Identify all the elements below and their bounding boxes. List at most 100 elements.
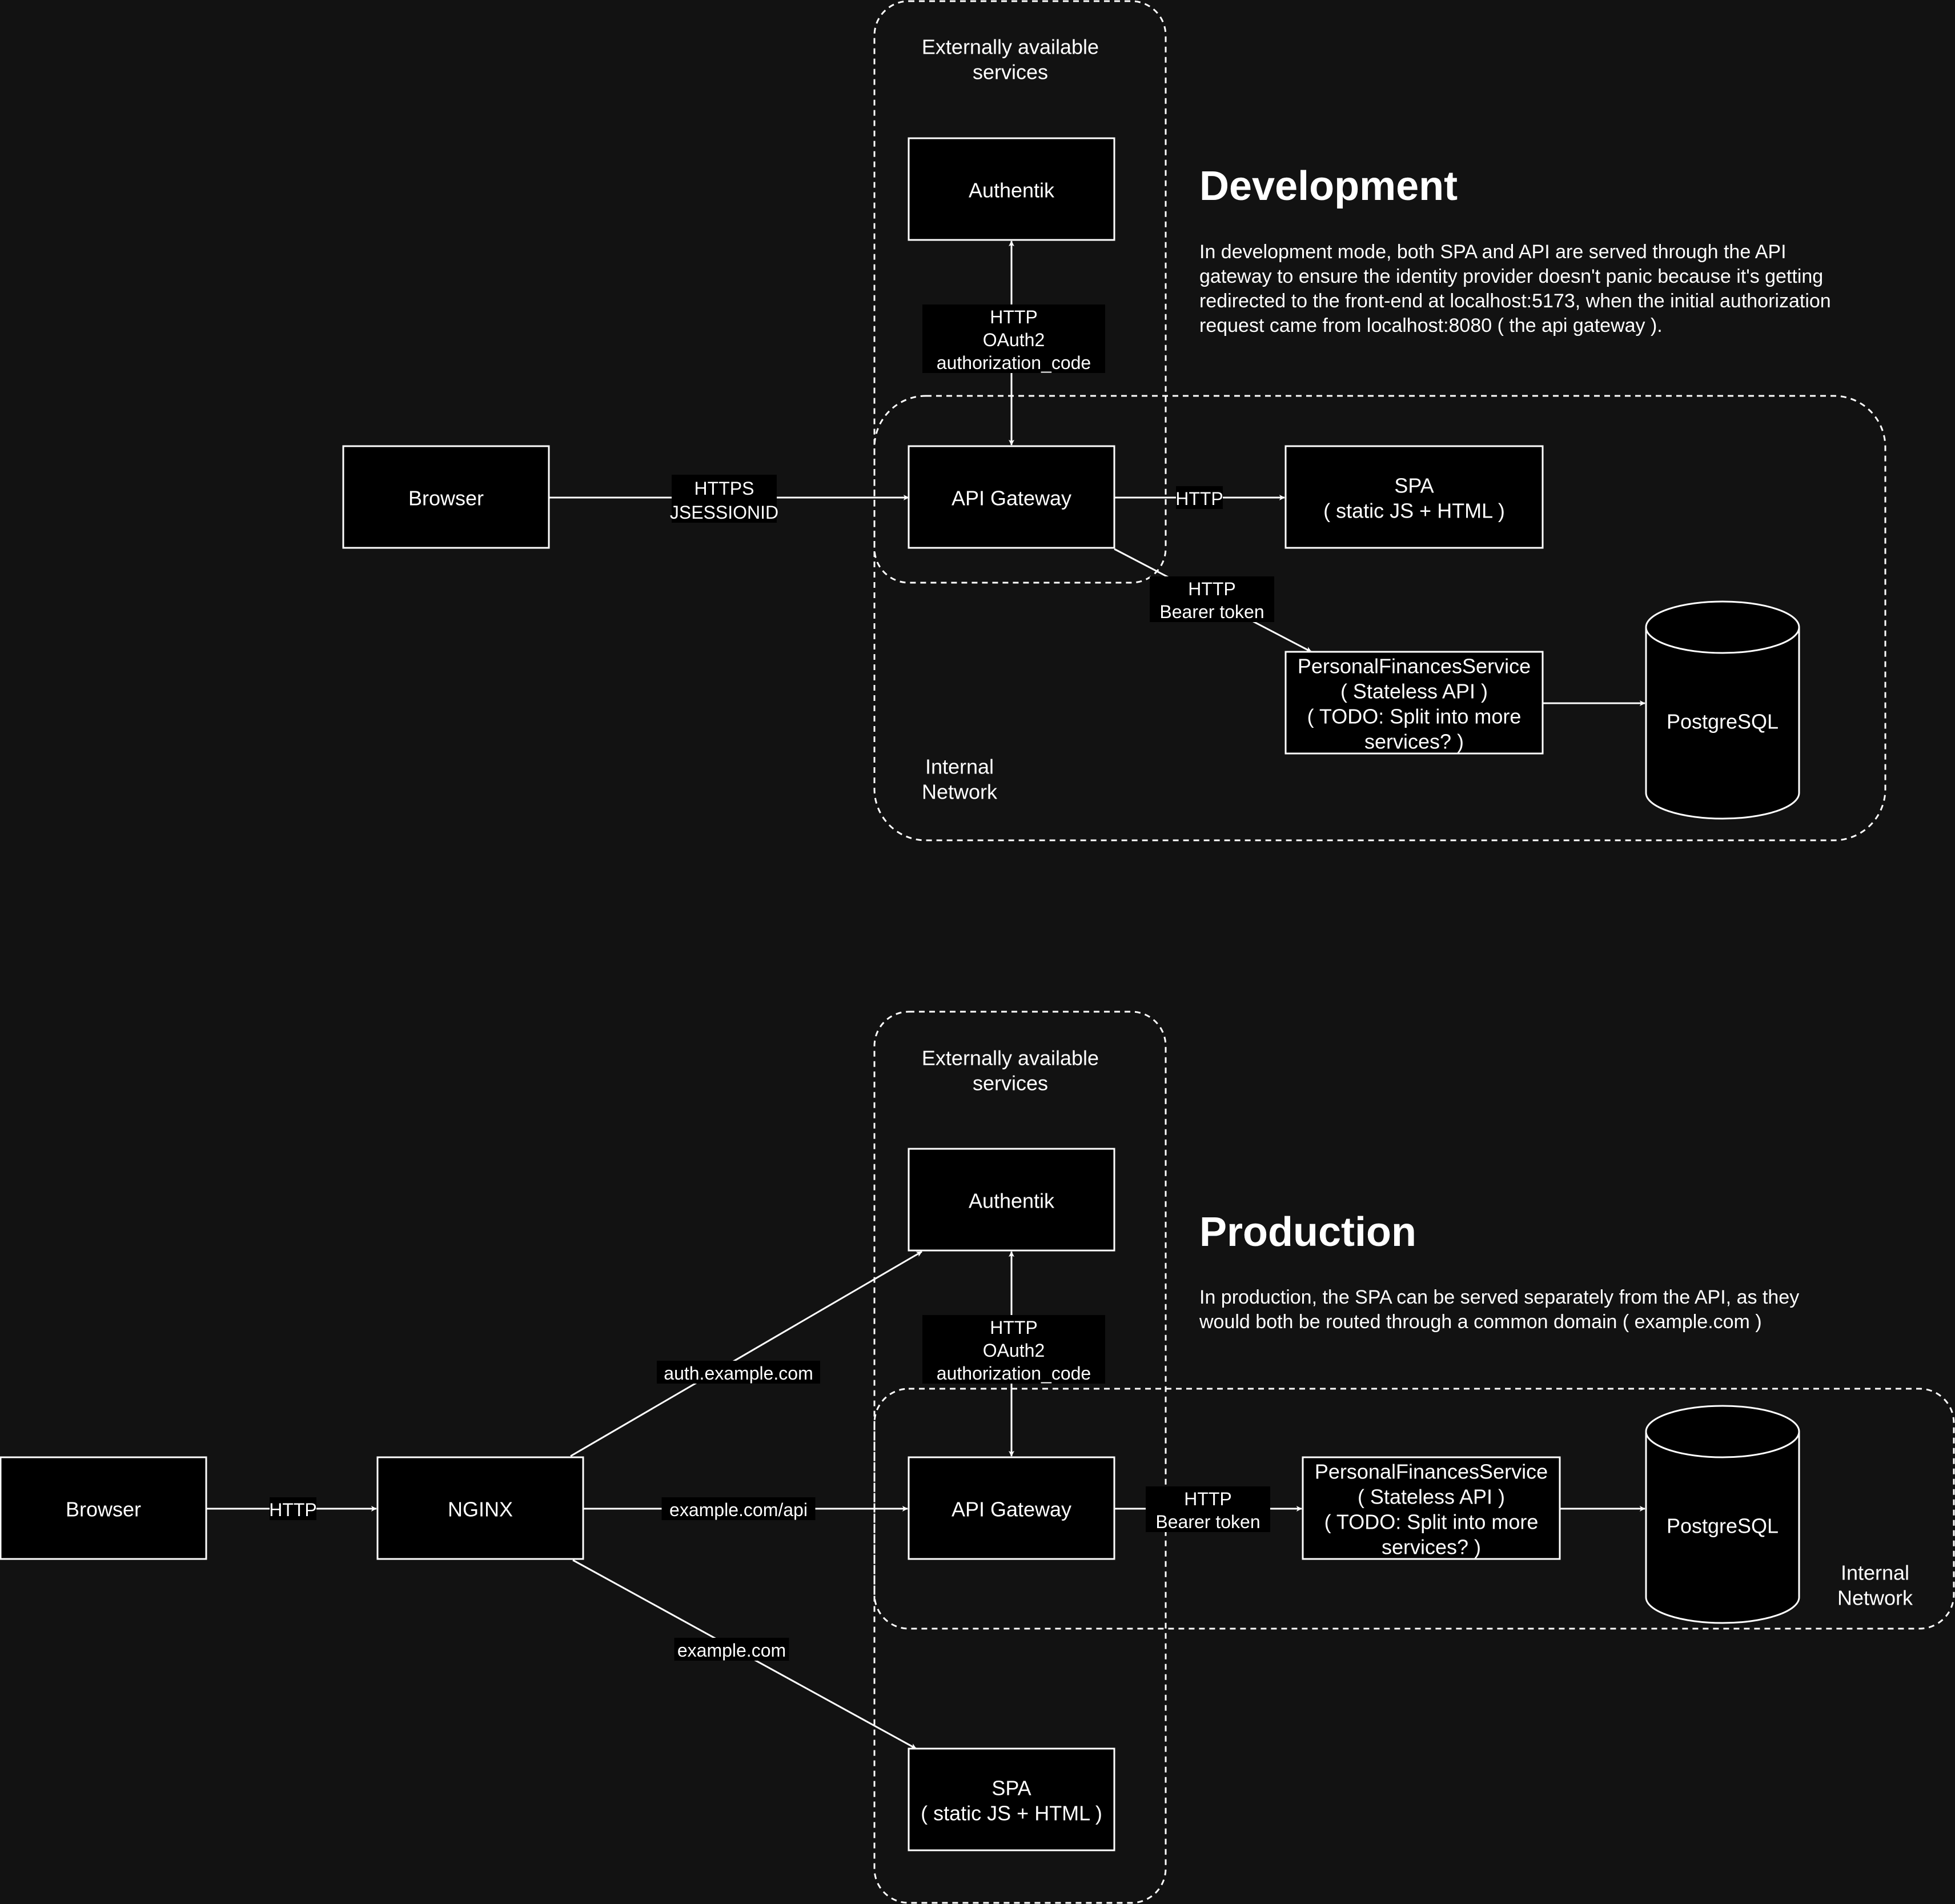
prod-label-browser-nginx-bg [270,1497,316,1520]
dev-service-node-label-line: services? ) [1364,730,1464,753]
prod-label-nginx-gateway-text-text: example.com/api [669,1500,808,1520]
prod-label-nginx-spa: example.com [674,1638,789,1661]
dev-authentik-node[interactable]: Authentik [908,137,1115,241]
prod-api-gateway-node[interactable]: API Gateway [908,1456,1115,1560]
dev-postgres-node-rim [1645,627,1800,654]
prod-nginx-node-label-line: NGINX [448,1498,513,1521]
prod-internal-zone-label-line: Network [1837,1586,1913,1610]
dev-browser-node-label-line: Browser [408,487,484,510]
dev-description-line: In development mode, both SPA and API ar… [1199,241,1787,263]
dev-service-node[interactable]: PersonalFinancesService( Stateless API )… [1284,651,1544,755]
prod-browser-node-shape [0,1456,207,1560]
prod-service-node-label: PersonalFinancesService( Stateless API )… [1315,1460,1548,1559]
prod-label-gateway-service-text-line: HTTP [1184,1489,1232,1509]
prod-label-browser-nginx: HTTP [269,1497,317,1520]
dev-authentik-node-label: Authentik [969,179,1055,202]
prod-spa-node-label-text: SPA( static JS + HTML ) [921,1777,1102,1825]
prod-spa-node[interactable]: SPA( static JS + HTML ) [908,1747,1115,1851]
prod-browser-node[interactable]: Browser [0,1456,207,1560]
dev-description-line: gateway to ensure the identity provider … [1199,266,1823,287]
dev-spa-node-label: SPA( static JS + HTML ) [1323,474,1505,523]
prod-label-nginx-gateway-text: example.com/api [669,1500,808,1520]
dev-service-node-label-text: PersonalFinancesService( Stateless API )… [1298,655,1531,753]
prod-label-nginx-authentik: auth.example.com [657,1361,820,1384]
prod-postgres-node-label-line: PostgreSQL [1667,1514,1779,1538]
dev-api-gateway-node[interactable]: API Gateway [908,445,1115,549]
dev-spa-node-label-text: SPA( static JS + HTML ) [1323,474,1505,523]
dev-service-node-label: PersonalFinancesService( Stateless API )… [1298,655,1531,753]
prod-label-gateway-authentik-bg [922,1315,1105,1384]
prod-nginx-node-shape [376,1456,584,1560]
prod-title: Production [1199,1209,1416,1255]
dev-authentik-node-label-text: Authentik [969,179,1055,202]
dev-postgres-node[interactable]: PostgreSQL [1645,600,1800,820]
prod-label-nginx-gateway: example.com/api [661,1497,816,1520]
dev-spa-node-label-line: ( static JS + HTML ) [1323,499,1505,523]
prod-nginx-node-label-text: NGINX [448,1498,513,1521]
dev-service-node-label-line: PersonalFinancesService [1298,655,1531,678]
dev-internal-zone-label-line: Network [922,780,998,804]
dev-service-node-shape [1284,651,1544,755]
prod-label-nginx-spa-text-line: example.com [677,1640,786,1661]
prod-postgres-node-label: PostgreSQL [1667,1514,1779,1538]
dev-authentik-node-label-line: Authentik [969,179,1055,202]
prod-postgres-node-rim [1645,1431,1800,1458]
prod-browser-node-label-text: Browser [66,1498,141,1521]
dev-label-gateway-authentik-bg [922,304,1105,373]
dev-label-gateway-spa: HTTP [1175,486,1223,509]
dev-spa-node-shape [1284,445,1544,549]
prod-label-gateway-authentik-text-line: OAuth2 [983,1340,1045,1361]
prod-label-nginx-spa-bg [674,1638,789,1661]
prod-service-node[interactable]: PersonalFinancesService( Stateless API )… [1302,1456,1561,1560]
dev-browser-node[interactable]: Browser [342,445,550,549]
prod-description: In production, the SPA can be served sep… [1199,1286,1799,1333]
prod-label-nginx-gateway-bg [661,1497,816,1520]
prod-external-zone-label-line: services [973,1072,1048,1095]
prod-label-nginx-authentik-text-line: auth.example.com [664,1363,813,1384]
prod-api-gateway-node-label-text: API Gateway [952,1498,1071,1521]
prod-label-nginx-gateway-text-line: example.com/api [669,1500,808,1520]
prod-authentik-node-label: Authentik [969,1189,1055,1213]
prod-label-browser-nginx-text-line: HTTP [269,1500,317,1520]
prod-label-gateway-authentik-text-line: authorization_code [937,1363,1091,1384]
dev-title: Development [1199,163,1458,209]
dev-spa-node[interactable]: SPA( static JS + HTML ) [1284,445,1544,549]
dev-description-line: redirected to the front-end at localhost… [1199,290,1831,312]
dev-label-gateway-spa-text: HTTP [1175,488,1223,509]
prod-authentik-node[interactable]: Authentik [908,1148,1115,1252]
prod-label-nginx-authentik-bg [657,1361,820,1384]
prod-service-node-shape [1302,1456,1561,1560]
dev-api-gateway-node-label-text: API Gateway [952,487,1071,510]
prod-spa-node-label-line: ( static JS + HTML ) [921,1802,1102,1825]
dev-postgres-node-label-text: PostgreSQL [1667,710,1779,733]
prod-nginx-node[interactable]: NGINX [376,1456,584,1560]
dev-browser-node-label: Browser [408,487,484,510]
prod-edge-nginx-authentik[interactable] [570,1250,922,1457]
dev-description: In development mode, both SPA and API ar… [1199,241,1831,336]
prod-internal-zone-label-line: Internal [1841,1561,1909,1585]
dev-spa-node-label-line: SPA [1394,474,1434,498]
prod-postgres-node[interactable]: PostgreSQL [1645,1405,1800,1624]
dev-external-zone-label-line: Externally available [922,35,1099,59]
dev-service-node-label-line: ( Stateless API ) [1340,680,1488,703]
prod-spa-node-label-line: SPA [991,1777,1031,1800]
prod-label-gateway-service-bg [1146,1486,1270,1532]
prod-api-gateway-node-shape [908,1456,1115,1560]
